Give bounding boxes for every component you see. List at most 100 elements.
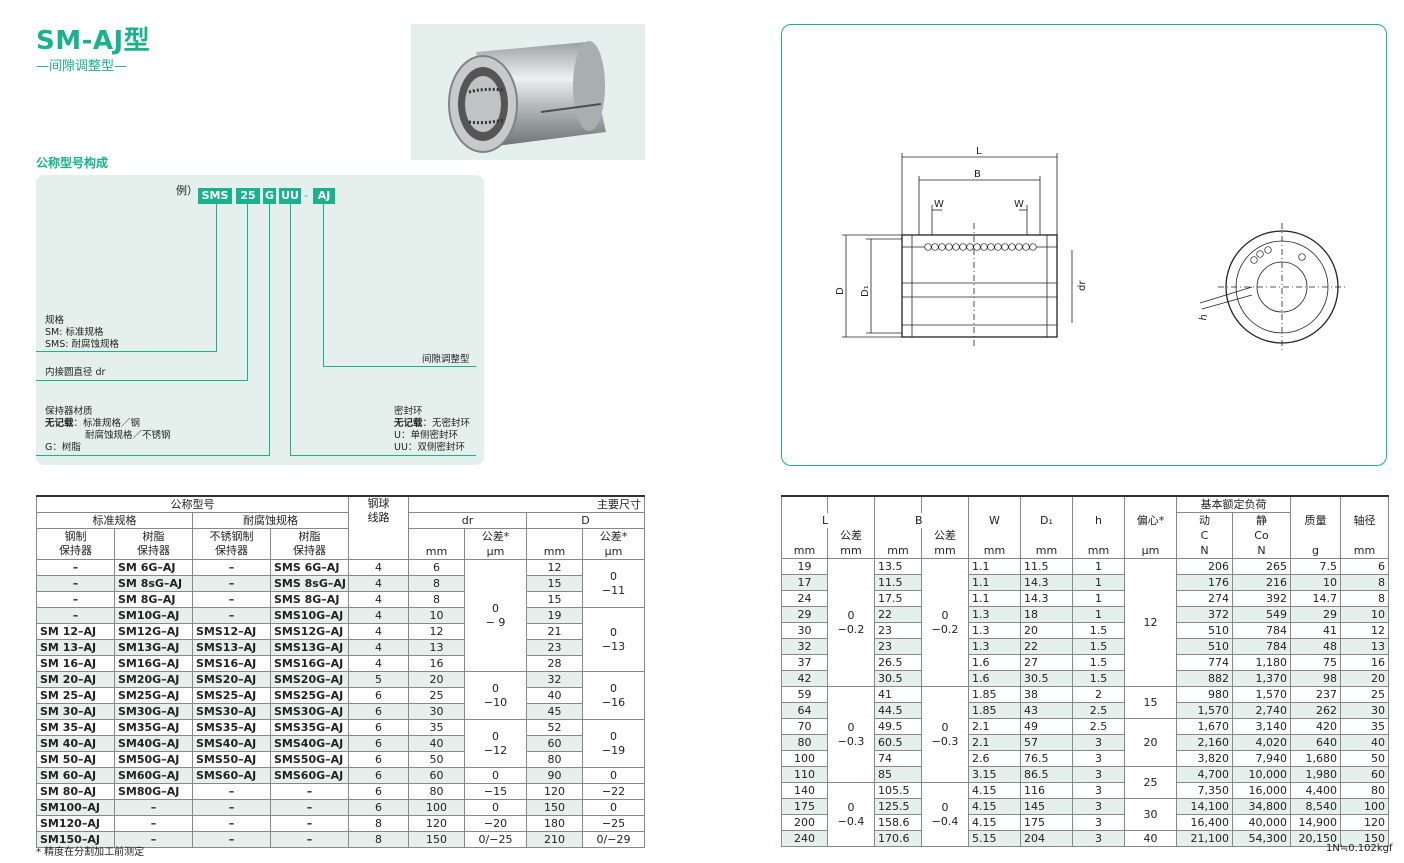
th-B: B [874,512,969,528]
table-cell: 21,100 [1176,830,1233,847]
table-cell: 10,000 [1232,766,1291,783]
table-cell: 6 [348,783,409,800]
table-cell: 30 [781,622,828,639]
table-cell: 8 [348,815,409,832]
th-unit-L: mm [781,543,828,559]
table-cell: 1.5 [1072,670,1125,687]
table-cell: 21 [526,623,583,640]
table-cell: 2.1 [968,718,1021,735]
table-cell: 5.15 [968,830,1021,847]
table-cell: 2.1 [968,734,1021,751]
table-cell: 34,800 [1232,798,1291,815]
table-cell: 640 [1290,734,1341,751]
table-cell: 25 [1124,766,1177,799]
dim-L: L [976,146,982,157]
table-cell: 10 [408,607,465,624]
table-cell: 6 [348,767,409,784]
table-cell: 5 [348,671,409,688]
table-cell: – [192,783,271,800]
table-cell: 60 [526,735,583,752]
table-cell: 80 [781,734,828,751]
page-title: SM-AJ型 [36,26,151,56]
table-cell: 59 [781,686,828,703]
table-cell: 3 [1072,814,1125,831]
table-cell: 41 [874,686,922,703]
table-cell: 4,020 [1232,734,1291,751]
table-cell: 200 [781,814,828,831]
table-cell: 0 −0.2 [827,558,875,687]
th-dr-tol-unit: μm [464,544,527,560]
table-cell: 40 [408,735,465,752]
table-cell: 150 [1340,830,1389,847]
table-cell: 8 [408,591,465,608]
table-cell: 3,820 [1176,750,1233,767]
table-cell: SMS 8G–AJ [270,591,349,608]
drawing-panel: L B W W D D₁ dr h [781,24,1387,466]
table-cell: 2,160 [1176,734,1233,751]
table-cell: 1.6 [968,654,1021,671]
table-cell: 100 [408,799,465,816]
code-dr: 25 [236,188,260,204]
table-cell: 265 [1232,558,1291,575]
table-cell: 37 [781,654,828,671]
table-cell: SM 8sG–AJ [114,575,193,592]
table-cell: 76.5 [1020,750,1073,767]
table-cell: 90 [526,767,583,784]
th-dyn: 动 [1176,512,1233,528]
table-cell: 372 [1176,606,1233,623]
table-cell: 100 [781,750,828,767]
table-cell: SMS13–AJ [192,639,271,656]
table-cell: 204 [1020,830,1073,847]
table-cell: 30 [1124,798,1177,831]
table-cell: 14,900 [1290,814,1341,831]
table-cell: 16 [408,655,465,672]
unit-note: 1N≒0.102kgf [1326,843,1393,854]
spec-label: 规格 SM: 标准规格 SMS: 耐腐蚀规格 [45,315,119,350]
table-cell: 3,140 [1232,718,1291,735]
table-cell: 7.5 [1290,558,1341,575]
table-cell: 510 [1176,638,1233,655]
table-cell: SM40G–AJ [114,735,193,752]
table-cell: – [36,591,115,608]
table-cell: 0 −0.3 [827,686,875,783]
table-cell: 3 [1072,782,1125,799]
table-cell: 70 [781,718,828,735]
th-B-tol: 公差 [921,528,969,543]
table-cell: 4,400 [1290,782,1341,799]
table-cell: 23 [874,622,922,639]
table-cell: 1.6 [968,670,1021,687]
table-cell: 20 [1340,670,1389,687]
table-cell: SM 6G–AJ [114,559,193,576]
table-cell: 10 [1290,574,1341,591]
th-ecc: 偏心* [1124,512,1177,528]
table-cell: 4 [348,639,409,656]
table-cell: – [192,591,271,608]
table-cell: 0 [582,767,645,784]
table-cell: SM35G–AJ [114,719,193,736]
table-cell: 240 [781,830,828,847]
th-sta: 静 [1232,512,1291,528]
table-cell: SMS10G–AJ [270,607,349,624]
table-cell: SMS50G–AJ [270,751,349,768]
table-cell: 50 [408,751,465,768]
table-cell: SMS 6G–AJ [270,559,349,576]
table-cell: SMS60G–AJ [270,767,349,784]
table-cell: 12 [408,623,465,640]
table-cell: −22 [582,783,645,800]
table-cell: 57 [1020,734,1073,751]
table-cell: – [270,815,349,832]
table-cell: 40 [1124,830,1177,847]
table-cell: 30 [1340,702,1389,719]
th-resin-cage: 树脂 保持器 [114,528,193,560]
